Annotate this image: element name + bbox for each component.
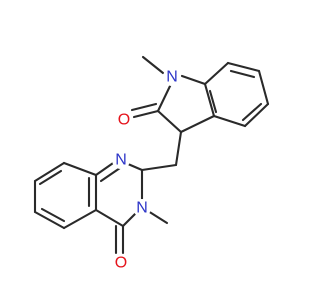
quinazoline-top-n-mask [112, 151, 130, 169]
methylene-linker-bonds [140, 130, 183, 172]
benzene-bond-3 [257, 69, 270, 106]
c2-n1-bond [126, 162, 144, 172]
quin-benzene-bond-5 [62, 208, 98, 230]
quin-benzene-inner-4 [40, 207, 66, 223]
indolinone-bonds [130, 55, 270, 134]
benzene-bond-2 [226, 61, 261, 73]
quin-benzene-inner-2 [38, 169, 63, 186]
chemical-structure-diagram: N O N N O [33, 55, 270, 272]
n1-c8a-inner-bond [99, 166, 122, 183]
n-carbonyl-bond [156, 82, 173, 113]
ring-fusion-bond [203, 82, 216, 118]
c4-n3-bond [121, 210, 139, 228]
quin-benzene-bond-1 [62, 161, 98, 177]
quinazoline-o-mask [112, 254, 130, 272]
quinazoline-methyl-nitrogen-label: N [136, 200, 148, 217]
ch-aryl-bond [179, 114, 216, 134]
n-methyl-bond [141, 55, 165, 75]
benzene-inner-bond-4 [241, 102, 263, 122]
benzene-bond-4 [243, 102, 270, 128]
quinazoline-methyl-n-mask [133, 199, 151, 217]
n-methyl-bond-2 [146, 209, 169, 225]
linker-bond-1 [174, 130, 183, 167]
linker-bond-2 [140, 163, 178, 172]
benzene-bond-5 [212, 114, 247, 128]
carbonyl-ch-bond [156, 109, 183, 134]
quinazoline-top-nitrogen-label: N [115, 152, 127, 169]
quin-benzene-bond-2 [33, 161, 66, 183]
quin-benzene-bond-4 [33, 210, 66, 230]
quinazoline-oxygen-label: O [115, 255, 127, 272]
benzene-inner-bond-2 [229, 69, 256, 79]
indole-o-mask [115, 111, 133, 129]
indole-nitrogen-label: N [166, 69, 178, 86]
carbonyl-bond-a [132, 109, 160, 119]
c4a-c4-bond [94, 208, 125, 228]
atom-labels: N O N N O [112, 68, 181, 272]
carbonyl-bond-b [130, 102, 158, 112]
indole-oxygen-label: O [118, 112, 130, 129]
benzene-inner-bond-6 [208, 89, 218, 114]
benzene-bond-1 [203, 61, 230, 86]
aryl-n-bond [180, 74, 207, 86]
indole-n-mask [163, 68, 181, 86]
